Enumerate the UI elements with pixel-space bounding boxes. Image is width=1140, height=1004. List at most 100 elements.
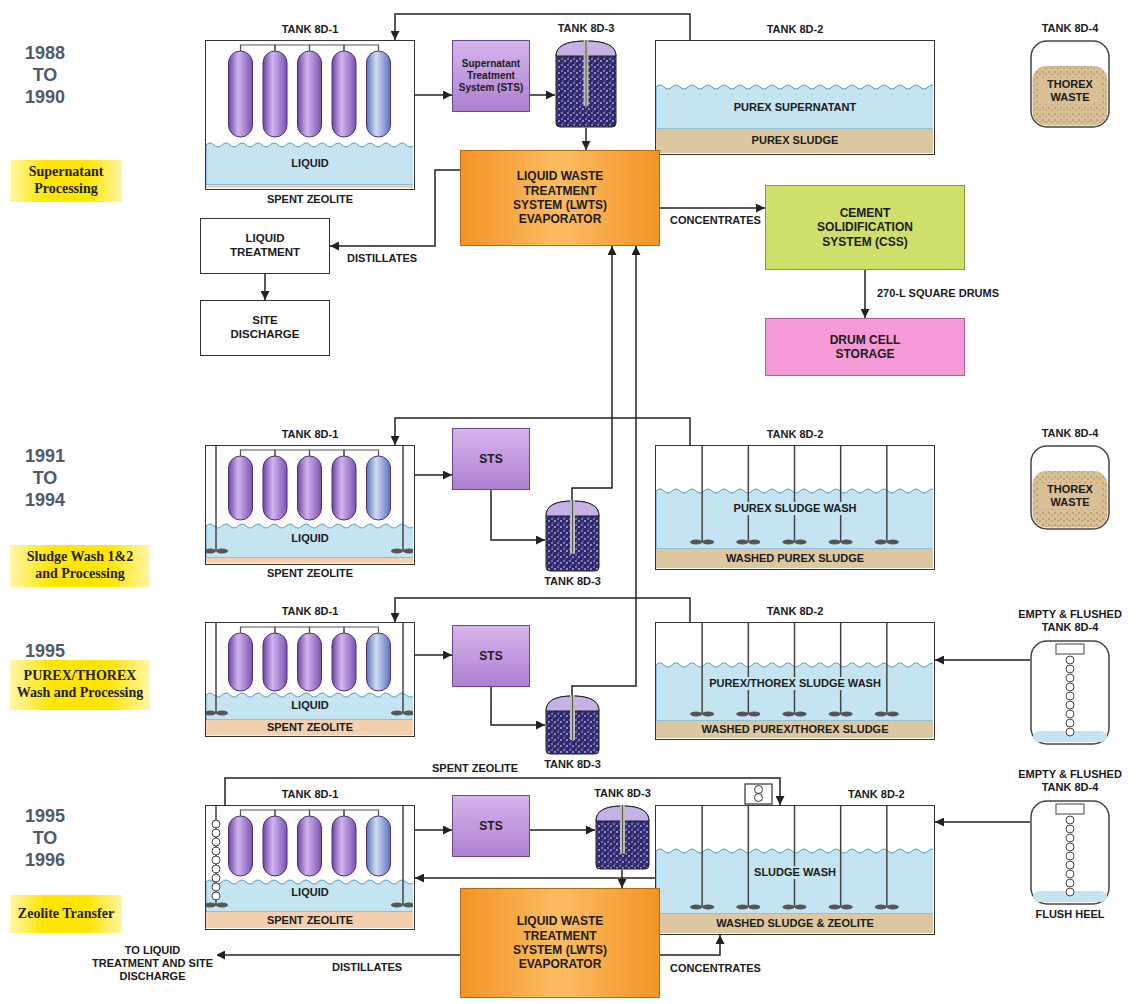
pump-stage [1066, 870, 1074, 878]
vessel-body [546, 501, 599, 571]
flow-connector [864, 270, 866, 318]
mixer-shaft [215, 623, 217, 713]
pump-stage [212, 883, 220, 891]
settled-layer [206, 558, 413, 563]
tank-contents-label: SLUDGE WASH [752, 866, 838, 879]
solidification-box: CEMENT SOLIDIFICATION SYSTEM (CSS) [765, 185, 965, 270]
tank-heading: TANK 8D-4 [1040, 427, 1101, 440]
evaporator-box: LIQUID WASTE TREATMENT SYSTEM (LWTS) EVA… [460, 888, 660, 998]
treatment-system-box: STS [452, 428, 530, 490]
flow-connector [491, 687, 545, 725]
pump-stage [212, 874, 220, 882]
period-label: 1988 TO 1990 [15, 42, 75, 108]
flow-label: CONCENTRATES [668, 214, 763, 227]
column-pipe [275, 45, 310, 51]
tank-shell [1031, 801, 1109, 904]
period-box: Sludge Wash 1&2 and Processing [10, 545, 150, 587]
column-pipe [344, 450, 379, 456]
pump-symbol [755, 794, 763, 802]
mixer-blade [216, 711, 228, 716]
box-label: CEMENT SOLIDIFICATION SYSTEM (CSS) [804, 206, 926, 249]
tank-drawing [206, 806, 413, 928]
zeolite-column [298, 456, 322, 520]
flow-connector [660, 207, 765, 209]
pump-stage [1066, 888, 1074, 896]
mixer-blade [875, 905, 887, 910]
flow-connector [491, 490, 545, 540]
tank-contents-label: THOREX WASTE [1038, 483, 1102, 509]
vessel-pipe [620, 805, 625, 854]
zeolite-column [263, 51, 287, 137]
tank-heading: TANK 8D-2 [765, 428, 826, 441]
mixer-shaft [886, 623, 888, 714]
flow-connector [264, 274, 266, 300]
mixer-blade [829, 540, 841, 545]
zeolite-column [367, 633, 391, 691]
pump-stage [1066, 825, 1074, 833]
tank-drawing [1030, 800, 1110, 905]
mixer-blade [702, 905, 714, 910]
tank: TANK 8D-1LIQUIDSPENT ZEOLITE [205, 805, 415, 930]
tank-heading: TANK 8D-1 [280, 605, 341, 618]
zeolite-column [332, 633, 356, 691]
tank-contents-label: PUREX SLUDGE [750, 134, 841, 147]
zeolite-column [332, 456, 356, 520]
vessel-body [556, 41, 616, 127]
settled-layer [656, 914, 933, 933]
column-pipe [275, 450, 310, 456]
tank-heading: EMPTY & FLUSHED TANK 8D-4 [1013, 608, 1127, 634]
pump-stage [1066, 719, 1074, 727]
tank: TANK 8D-2PUREX SLUDGE WASHWASHED PUREX S… [655, 445, 935, 570]
flow-connector [572, 246, 636, 695]
pump-stage [1066, 879, 1074, 887]
vessel-pipe [572, 695, 573, 740]
mixer-shaft [402, 623, 404, 713]
storage-box: DRUM CELL STORAGE [765, 318, 965, 376]
period-label: 1995 [15, 640, 75, 662]
mixer-blade [403, 903, 413, 908]
tank-contents-label: LIQUID [289, 699, 330, 712]
mixer-blade [748, 712, 760, 717]
tank-contents-label: THOREX WASTE [1038, 78, 1102, 104]
tank-drawing [595, 805, 650, 870]
transfer-pump [745, 784, 772, 804]
pump-stage [1066, 656, 1074, 664]
zeolite-column [367, 456, 391, 520]
zeolite-column [229, 456, 253, 520]
tank-contents-label: WASHED SLUDGE & ZEOLITE [714, 917, 876, 930]
column-pipe [310, 810, 345, 816]
process-box: LIQUID TREATMENT [200, 218, 330, 274]
mixer-blade [702, 712, 714, 717]
tank-contents-label: SPENT ZEOLITE [265, 193, 355, 206]
box-label: Supernatant Treatment System (STS) [456, 58, 526, 94]
mixer-blade [783, 905, 795, 910]
liquid-layer [206, 524, 413, 558]
mixer-blade [736, 712, 748, 717]
zeolite-column [298, 633, 322, 691]
period-box: Zeolite Transfer [10, 895, 122, 933]
mixer-blade [206, 549, 216, 554]
pump-stage [1066, 665, 1074, 673]
storage-tank: TANK 8D-4THOREX WASTE [1030, 40, 1110, 128]
flow-connector [621, 870, 623, 888]
mixer-blade [783, 712, 795, 717]
treatment-system-box: STS [452, 625, 530, 687]
mixer-shaft [402, 806, 404, 905]
column-pipe [344, 627, 379, 633]
vessel-body [546, 696, 599, 754]
tank-drawing [1030, 640, 1110, 745]
column-pipe [241, 627, 276, 633]
settled-layer [656, 721, 933, 738]
tank: TANK 8D-1LIQUIDSPENT ZEOLITE [205, 40, 415, 190]
pump-head [1056, 644, 1084, 654]
settled-layer [206, 720, 413, 735]
mixer-blade [736, 905, 748, 910]
pump-stage [212, 829, 220, 837]
mixer-blade [875, 540, 887, 545]
box-label: Sludge Wash 1&2 and Processing [16, 549, 144, 583]
column-pipe [275, 627, 310, 633]
mixer-blade [841, 540, 853, 545]
tank-heading: TANK 8D-2 [765, 605, 826, 618]
period-box: Supernatant Processing [10, 160, 122, 202]
liquid-layer [656, 85, 933, 129]
